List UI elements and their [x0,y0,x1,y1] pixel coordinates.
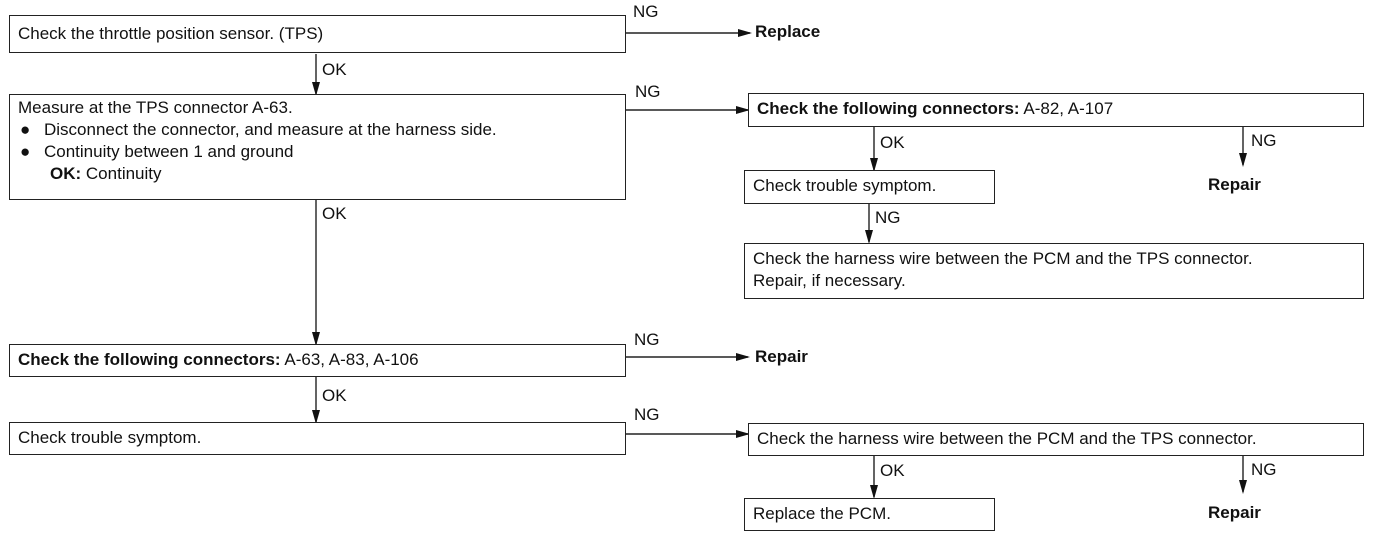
outcome-repair-1: Repair [1208,175,1261,194]
label-ok-s1: OK [322,60,347,79]
label-ng-s6: NG [634,330,660,349]
step-check-connectors-a82-label: Check the following connectors: [757,99,1020,118]
step-check-connectors-a63-label: Check the following connectors: [18,350,281,369]
step-check-harness-wire-1-line-1: Check the harness wire between the PCM a… [753,249,1253,268]
step-check-connectors-a63-list: A-63, A-83, A-106 [284,350,419,369]
label-ng-s1: NG [633,2,659,21]
label-ng-s3: NG [1251,131,1277,150]
step-check-connectors-a63: Check the following connectors: A-63, A-… [9,344,626,377]
step-measure-ok-criteria: OK: Continuity [50,164,162,183]
step-check-harness-wire-1: Check the harness wire between the PCM a… [744,243,1364,299]
outcome-repair-3: Repair [1208,503,1261,522]
outcome-repair-2: Repair [755,347,808,366]
step-check-harness-wire-2: Check the harness wire between the PCM a… [748,423,1364,456]
label-ng-s2: NG [635,82,661,101]
label-ng-s7: NG [634,405,660,424]
label-ng-s4: NG [875,208,901,227]
outcome-replace-tps: Replace [755,22,821,41]
step-check-connectors-a82: Check the following connectors: A-82, A-… [748,93,1364,127]
step-measure-tps-connector: Measure at the TPS connector A-63. ●Disc… [9,94,626,200]
label-ng-s8: NG [1251,460,1277,479]
step-measure-bullet-2: ●Continuity between 1 and ground [20,142,294,161]
step-check-connectors-a82-list: A-82, A-107 [1023,99,1114,118]
step-check-tps-text: Check the throttle position sensor. (TPS… [18,24,324,43]
step-check-trouble-symptom-2: Check trouble symptom. [9,422,626,455]
label-ok-s6: OK [322,386,347,405]
step-check-tps: Check the throttle position sensor. (TPS… [9,15,626,53]
step-measure-bullet-1: ●Disconnect the connector, and measure a… [20,120,497,139]
step-measure-title: Measure at the TPS connector A-63. [18,98,293,117]
label-ok-s3: OK [880,133,905,152]
label-ok-s2: OK [322,204,347,223]
step-replace-pcm: Replace the PCM. [744,498,995,531]
step-check-trouble-symptom-1: Check trouble symptom. [744,170,995,204]
label-ok-s8: OK [880,461,905,480]
step-check-harness-wire-1-line-2: Repair, if necessary. [753,271,906,290]
